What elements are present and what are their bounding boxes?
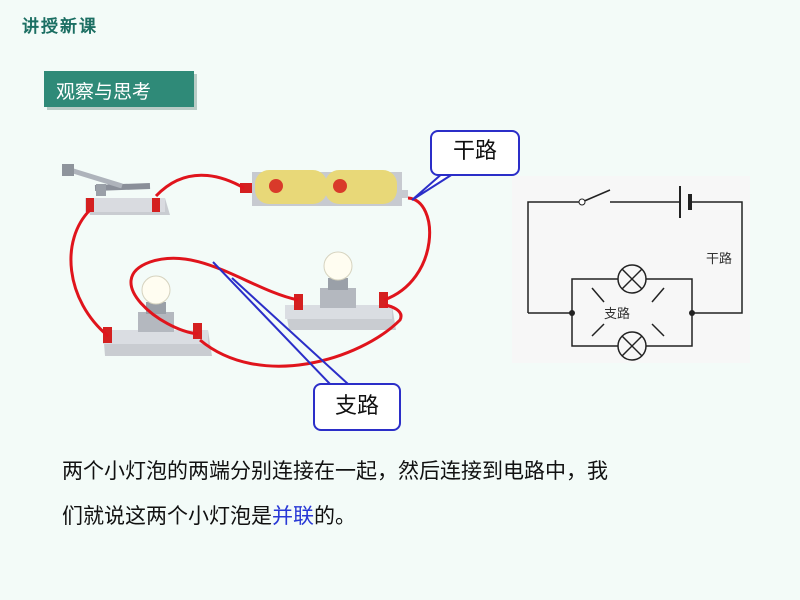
- section-tag-label: 观察与思考: [56, 81, 152, 103]
- callout-branch: 支路: [313, 383, 401, 431]
- lamp-right: [285, 251, 396, 330]
- battery-holder: [240, 170, 408, 206]
- callout-trunk: 干路: [430, 130, 520, 176]
- callout-pointers: [212, 171, 457, 385]
- body-text: 两个小灯泡的两端分别连接在一起，然后连接到电路中，我 们就说这两个小灯泡是并联的…: [62, 449, 762, 539]
- section-tag: 观察与思考: [44, 71, 194, 107]
- body-line-2-post: 的。: [314, 504, 356, 528]
- diagram-trunk-label: 干路: [706, 252, 733, 267]
- schematic-diagram: 干路 支路: [512, 176, 750, 363]
- body-line-1: 两个小灯泡的两端分别连接在一起，然后连接到电路中，我: [62, 459, 608, 483]
- battery-plus-icon: [333, 179, 347, 193]
- lamp-left: [103, 275, 212, 356]
- wires: [69, 173, 432, 368]
- battery-plus-icon: [269, 179, 283, 193]
- body-emphasis: 并联: [272, 504, 314, 528]
- switch: [62, 164, 170, 215]
- body-line-2: 们就说这两个小灯泡是并联的。: [62, 494, 762, 539]
- body-line-2-pre: 们就说这两个小灯泡是: [62, 504, 272, 528]
- schematic-svg: [527, 186, 743, 361]
- diagram-branch-label: 支路: [604, 307, 631, 322]
- header-title: 讲授新课: [22, 17, 98, 37]
